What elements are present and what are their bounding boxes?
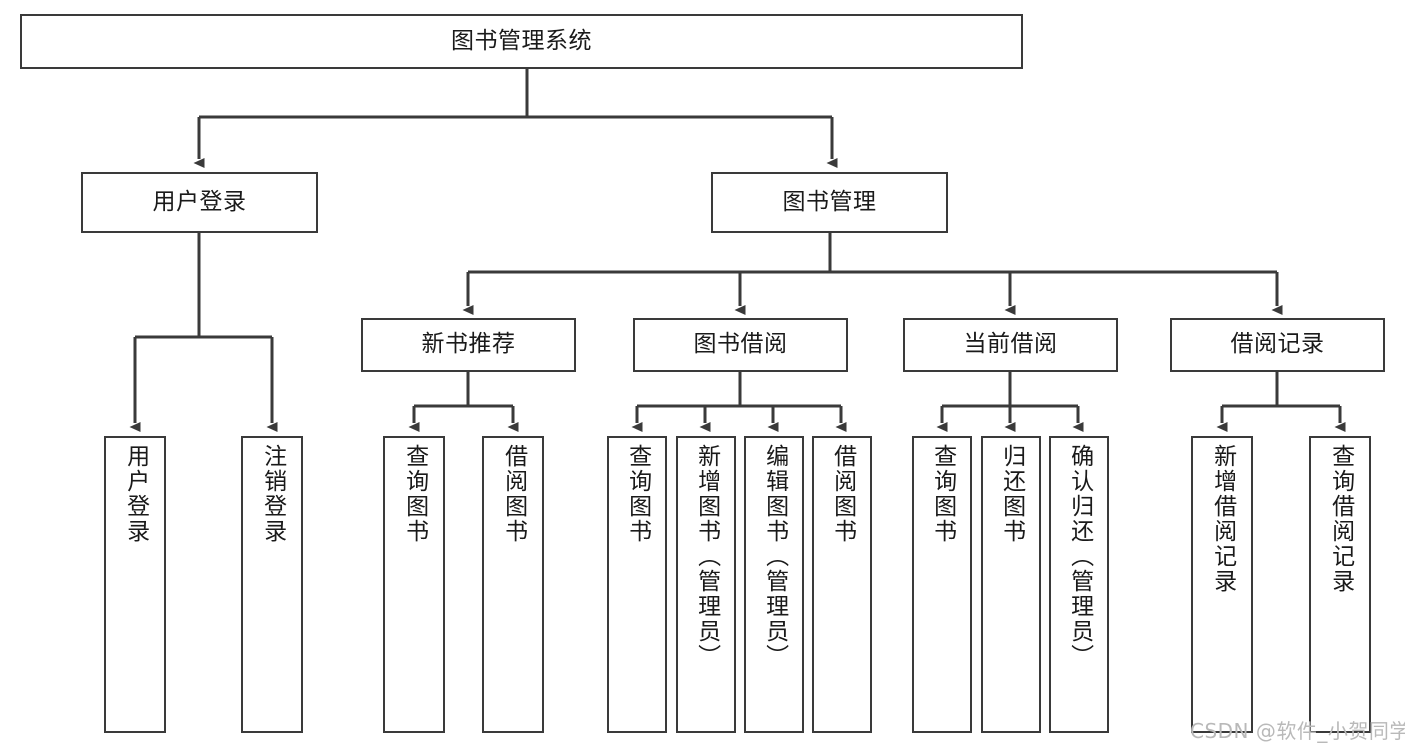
node-label: 新增图书（管理员） bbox=[693, 444, 720, 669]
node-label: 新增借阅记录 bbox=[1209, 444, 1236, 594]
node-book-manage[interactable]: 图书管理 bbox=[711, 172, 948, 233]
node-user-login[interactable]: 用户登录 bbox=[81, 172, 318, 233]
leaf-edit-book[interactable]: 编辑图书（管理员） bbox=[744, 436, 804, 733]
leaf-add-book[interactable]: 新增图书（管理员） bbox=[676, 436, 736, 733]
leaf-borrow-book[interactable]: 借阅图书 bbox=[812, 436, 872, 733]
leaf-query-book-recommend[interactable]: 查询图书 bbox=[383, 436, 445, 733]
node-label: 借阅记录 bbox=[1230, 331, 1325, 358]
node-label: 注销登录 bbox=[259, 444, 286, 544]
node-label: 归还图书 bbox=[998, 444, 1025, 544]
leaf-confirm-return[interactable]: 确认归还（管理员） bbox=[1049, 436, 1109, 733]
leaf-query-book-borrow[interactable]: 查询图书 bbox=[607, 436, 667, 733]
node-label: 当前借阅 bbox=[963, 331, 1058, 358]
node-root-book-management-system[interactable]: 图书管理系统 bbox=[20, 14, 1023, 69]
node-label: 查询图书 bbox=[929, 444, 956, 544]
node-label: 确认归还（管理员） bbox=[1066, 444, 1093, 669]
node-book-borrow[interactable]: 图书借阅 bbox=[633, 318, 848, 372]
node-label: 查询图书 bbox=[624, 444, 651, 544]
node-label: 图书借阅 bbox=[693, 331, 788, 358]
node-label: 查询图书 bbox=[401, 444, 428, 544]
node-label: 查询借阅记录 bbox=[1327, 444, 1354, 594]
leaf-query-borrow-record[interactable]: 查询借阅记录 bbox=[1309, 436, 1371, 733]
csdn-watermark: CSDN @软件_小贺同学 bbox=[1190, 719, 1405, 743]
node-label: 图书管理系统 bbox=[451, 27, 592, 54]
node-current-borrow[interactable]: 当前借阅 bbox=[903, 318, 1118, 372]
leaf-add-borrow-record[interactable]: 新增借阅记录 bbox=[1191, 436, 1253, 733]
leaf-user-login[interactable]: 用户登录 bbox=[104, 436, 166, 733]
node-label: 借阅图书 bbox=[500, 444, 527, 544]
leaf-return-book[interactable]: 归还图书 bbox=[981, 436, 1041, 733]
node-label: 编辑图书（管理员） bbox=[761, 444, 788, 669]
node-label: 新书推荐 bbox=[421, 331, 516, 358]
node-label: 用户登录 bbox=[122, 444, 149, 544]
leaf-borrow-book-recommend[interactable]: 借阅图书 bbox=[482, 436, 544, 733]
node-new-book-recommend[interactable]: 新书推荐 bbox=[361, 318, 576, 372]
node-label: 图书管理 bbox=[782, 188, 877, 215]
leaf-logout-login[interactable]: 注销登录 bbox=[241, 436, 303, 733]
leaf-query-book-current[interactable]: 查询图书 bbox=[912, 436, 972, 733]
node-borrow-record[interactable]: 借阅记录 bbox=[1170, 318, 1385, 372]
node-label: 用户登录 bbox=[152, 188, 247, 215]
node-label: 借阅图书 bbox=[829, 444, 856, 544]
